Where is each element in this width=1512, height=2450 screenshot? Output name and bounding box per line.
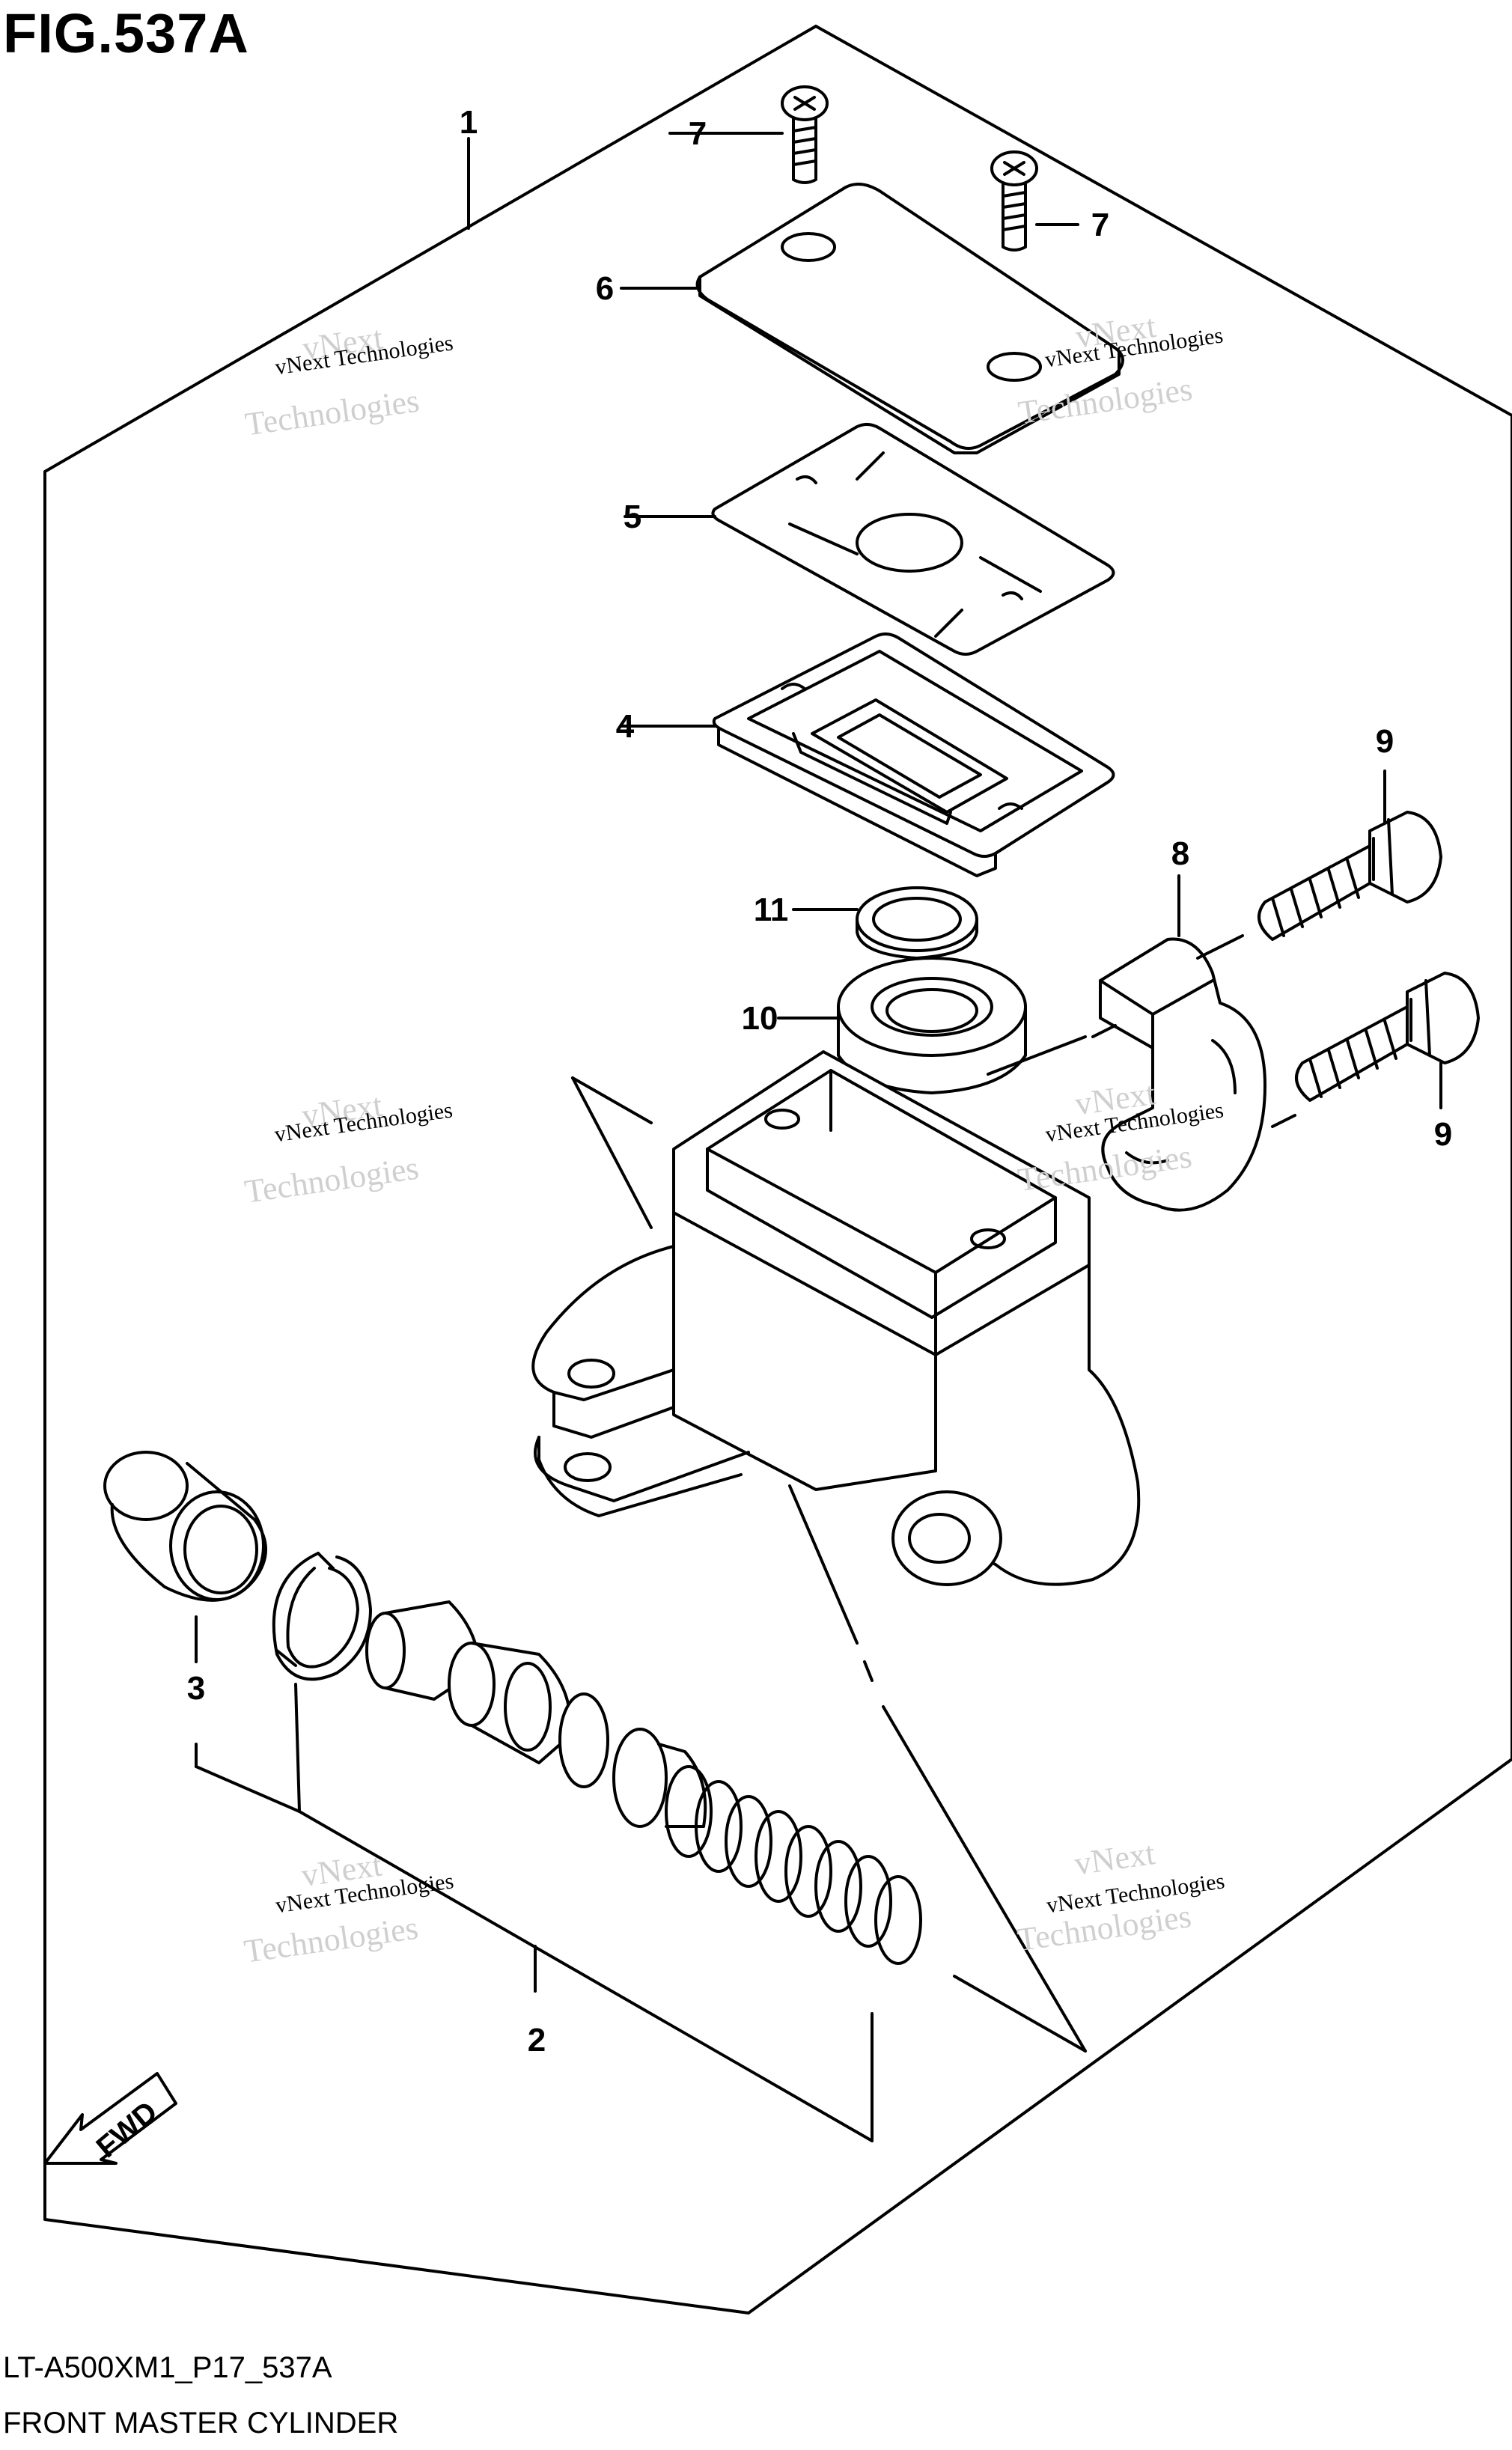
svg-text:vNext: vNext xyxy=(1073,1835,1157,1882)
callout-8: 8 xyxy=(1171,835,1189,872)
figure-name: FRONT MASTER CYLINDER xyxy=(3,2407,399,2440)
leader-lines xyxy=(195,132,1442,2142)
callout-7-lower: 7 xyxy=(1091,207,1109,243)
callout-7-upper: 7 xyxy=(689,115,707,152)
callout-6: 6 xyxy=(596,270,614,307)
piston-kit xyxy=(365,1600,922,1965)
spring xyxy=(665,1765,922,1965)
bolt-9a xyxy=(1258,811,1442,941)
bolt-9b xyxy=(1295,972,1480,1102)
figure-code: LT-A500XM1_P17_537A xyxy=(3,2351,332,2384)
construction-lines xyxy=(571,934,1296,2053)
callout-2: 2 xyxy=(528,2022,546,2059)
callout-9-lower: 9 xyxy=(1434,1116,1452,1153)
watermark-bottom-left: vNext Technologies vNext Technologies xyxy=(242,1847,455,1970)
circlip xyxy=(272,1552,372,1681)
callout-1: 1 xyxy=(460,104,478,141)
clamp xyxy=(1099,937,1266,1212)
callout-9-upper: 9 xyxy=(1376,723,1394,760)
diaphragm-plate xyxy=(711,423,1115,656)
o-ring xyxy=(856,886,978,960)
callout-11: 11 xyxy=(754,892,789,928)
master-cylinder-body xyxy=(531,1050,1141,1586)
callout-3: 3 xyxy=(187,1670,205,1707)
dust-cap xyxy=(103,1451,267,1602)
callout-10: 10 xyxy=(742,1000,778,1037)
screw-7b xyxy=(990,150,1038,252)
svg-text:Technologies: Technologies xyxy=(243,383,421,443)
callout-5: 5 xyxy=(624,499,641,535)
fwd-arrow-icon xyxy=(43,2072,177,2165)
figure-title: FIG.537A xyxy=(3,2,249,64)
reservoir-boot xyxy=(837,957,1027,1094)
diaphragm xyxy=(712,633,1115,877)
screw-7a xyxy=(781,85,829,184)
reservoir-cap xyxy=(695,183,1124,454)
assembly-boundary xyxy=(43,25,1512,2315)
svg-text:Technologies: Technologies xyxy=(243,1150,421,1210)
watermark-mid-left: vNext Technologies vNext Technologies xyxy=(243,1086,454,1210)
watermark-bottom-right: vNext Technologies vNext Technologies xyxy=(1015,1835,1226,1958)
svg-text:Technologies: Technologies xyxy=(242,1910,421,1970)
watermark-top-left: vNext Technologies vNext Technologies xyxy=(243,319,454,443)
callout-4: 4 xyxy=(616,708,635,745)
